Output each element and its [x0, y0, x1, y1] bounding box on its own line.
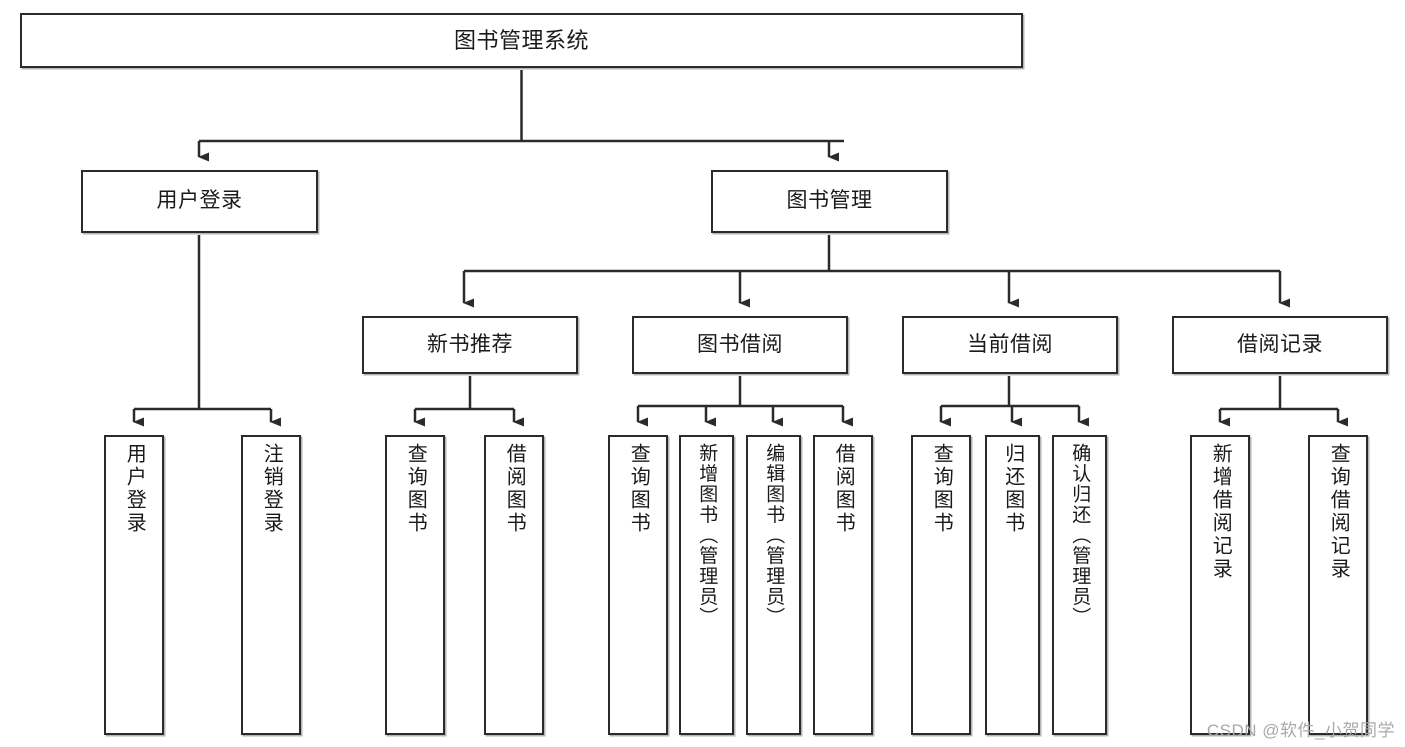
node-label: 图书管理系统 [453, 27, 589, 53]
edge-borrowrecord-to-leaves [1218, 376, 1348, 427]
node-root-system[interactable]: 图书管理系统 [20, 13, 1023, 68]
edge-currentborrow-to-leaves [939, 376, 1089, 427]
csdn-watermark: CSDN @软件_小贺同学 [1206, 721, 1395, 740]
node-leaf-query-borrow-record[interactable]: 查询借阅记录 [1308, 435, 1368, 735]
node-label: 查询借阅记录 [1327, 443, 1350, 581]
node-new-book-rec[interactable]: 新书推荐 [362, 316, 578, 374]
edge-bookmanage-to-level2 [462, 235, 1290, 308]
node-label: 新书推荐 [427, 332, 513, 356]
node-leaf-add-book-admin[interactable]: 新增图书（管理员） [679, 435, 734, 735]
node-label: 借阅图书 [503, 443, 526, 535]
node-label: 新增图书（管理员） [696, 443, 718, 628]
edge-bookborrow-to-leaves [636, 376, 853, 427]
node-label: 图书管理 [786, 189, 873, 213]
node-label: 用户登录 [156, 189, 243, 213]
node-label: 查询图书 [627, 443, 650, 535]
node-label: 当前借阅 [967, 332, 1053, 356]
edge-userlogin-to-leaves [132, 235, 281, 427]
node-leaf-return-book[interactable]: 归还图书 [985, 435, 1040, 735]
node-leaf-confirm-return-admin[interactable]: 确认归还（管理员） [1052, 435, 1107, 735]
node-label: 注销登录 [260, 443, 283, 535]
node-label: 编辑图书（管理员） [763, 443, 785, 628]
node-label: 新增借阅记录 [1209, 443, 1232, 581]
node-leaf-query-book-borrow[interactable]: 查询图书 [608, 435, 668, 735]
edge-root-to-level1 [197, 70, 844, 162]
node-leaf-add-borrow-record[interactable]: 新增借阅记录 [1190, 435, 1250, 735]
node-label: 查询图书 [930, 443, 953, 535]
node-label: 查询图书 [404, 443, 427, 535]
node-leaf-borrow-book[interactable]: 借阅图书 [813, 435, 873, 735]
node-current-borrow[interactable]: 当前借阅 [902, 316, 1118, 374]
node-label: 确认归还（管理员） [1069, 443, 1091, 628]
node-label: 图书借阅 [697, 332, 783, 356]
node-leaf-query-book-current[interactable]: 查询图书 [911, 435, 971, 735]
node-label: 借阅记录 [1237, 332, 1323, 356]
node-user-login[interactable]: 用户登录 [81, 170, 318, 233]
edge-newbookrec-to-leaves [413, 376, 524, 427]
node-leaf-query-book-rec[interactable]: 查询图书 [385, 435, 445, 735]
node-label: 归还图书 [1001, 443, 1024, 535]
node-label: 借阅图书 [832, 443, 855, 535]
node-book-borrow[interactable]: 图书借阅 [632, 316, 848, 374]
node-leaf-borrow-book-rec[interactable]: 借阅图书 [484, 435, 544, 735]
node-book-manage[interactable]: 图书管理 [711, 170, 948, 233]
node-leaf-user-logout[interactable]: 注销登录 [241, 435, 301, 735]
node-borrow-record[interactable]: 借阅记录 [1172, 316, 1388, 374]
node-label: 用户登录 [123, 443, 146, 535]
node-leaf-edit-book-admin[interactable]: 编辑图书（管理员） [746, 435, 801, 735]
node-leaf-user-login[interactable]: 用户登录 [104, 435, 164, 735]
